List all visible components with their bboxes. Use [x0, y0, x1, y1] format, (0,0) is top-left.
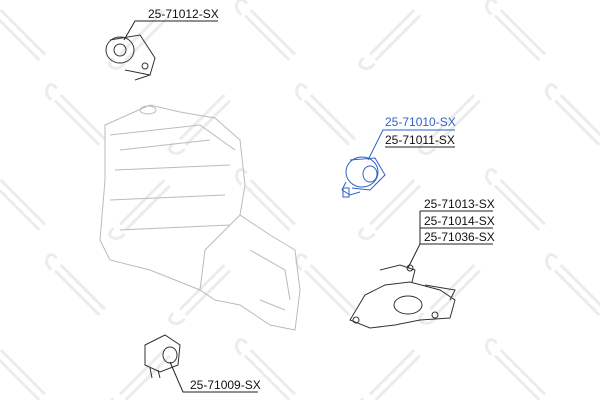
watermark-logo-icon — [358, 179, 421, 240]
watermark-logo-icon — [0, 349, 46, 400]
part-25-71009-sx — [144, 334, 181, 379]
watermark-logo-icon — [485, 168, 546, 231]
part-label[interactable]: 25-71014-SX — [424, 214, 495, 228]
watermark-logo-icon — [0, 9, 46, 61]
watermark-logo-icon — [545, 253, 600, 316]
watermark-logo-icon — [235, 0, 296, 61]
watermark-logo-icon — [168, 94, 231, 155]
watermark-logo-icon — [358, 349, 421, 400]
part-label[interactable]: 25-71036-SX — [424, 230, 495, 244]
engine-outline — [99, 104, 301, 331]
watermark-logo-icon — [45, 83, 106, 146]
part-25-71010-sx — [341, 156, 386, 198]
watermark-logo-icon — [295, 253, 356, 316]
part-25-71013-sx — [349, 264, 456, 329]
watermark-logo-icon — [295, 83, 356, 146]
watermark-logo-icon — [168, 264, 231, 325]
watermark-logo-icon — [235, 338, 296, 400]
part-label[interactable]: 25-71012-SX — [148, 7, 219, 21]
watermark-logo-icon — [485, 338, 546, 400]
watermark-logo-icon — [108, 349, 171, 400]
part-25-71012-sx — [105, 34, 156, 81]
part-label[interactable]: 25-71011-SX — [385, 133, 455, 147]
watermark-logo-icon — [418, 264, 481, 325]
watermark-logo-icon — [485, 0, 546, 61]
watermark-logo-icon — [45, 253, 106, 316]
watermark-logo-icon — [0, 179, 46, 231]
part-label-highlighted[interactable]: 25-71010-SX — [385, 115, 456, 129]
watermark-logo-icon — [358, 9, 421, 70]
leader-lines — [123, 20, 493, 393]
watermark-logo-icon — [545, 83, 600, 146]
part-label[interactable]: 25-71009-SX — [190, 378, 261, 392]
part-label[interactable]: 25-71013-SX — [424, 197, 495, 211]
watermark-logo-icon — [108, 179, 171, 240]
